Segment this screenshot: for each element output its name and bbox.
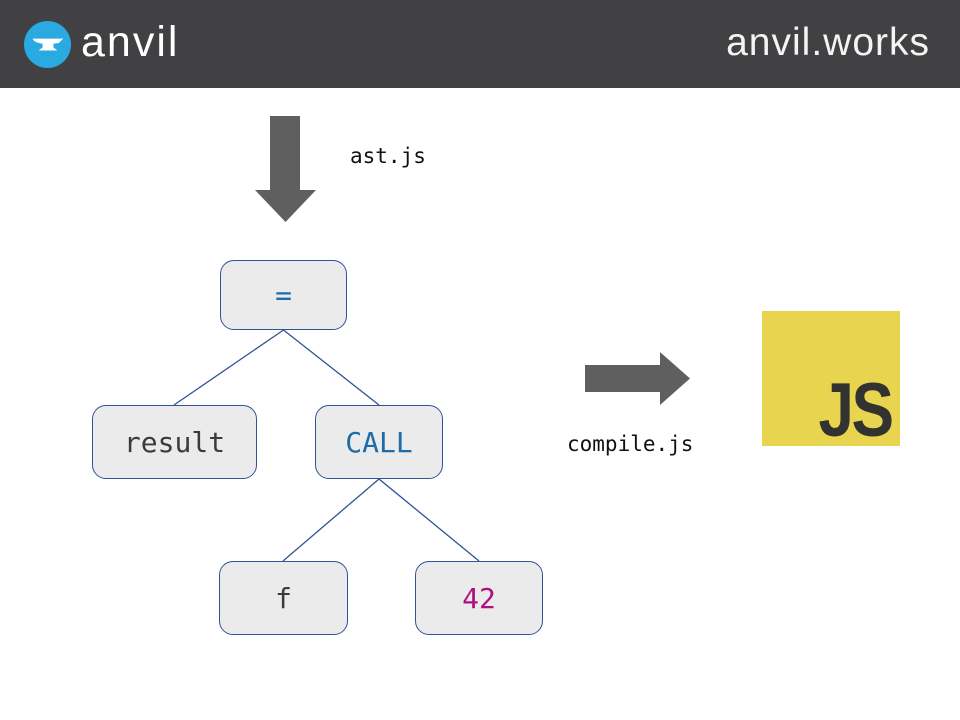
anvil-icon (32, 38, 63, 51)
ast-js-label: ast.js (350, 144, 426, 168)
right-arrow-icon (585, 352, 690, 405)
down-arrow-icon (255, 116, 316, 222)
tree-node-42: 42 (415, 561, 543, 635)
site-name-text: anvil.works (726, 20, 930, 64)
anvil-logo-text: anvil (81, 17, 180, 66)
javascript-logo-text: JS (818, 367, 895, 446)
tree-node-f: f (219, 561, 348, 635)
tree-node-result: result (92, 405, 257, 479)
compile-js-label: compile.js (567, 432, 694, 456)
header-bar: anvil anvil.works (0, 0, 960, 88)
tree-node-call: CALL (315, 405, 443, 479)
anvil-logo: anvil (24, 17, 180, 68)
javascript-logo: JS (762, 311, 900, 446)
anvil-logo-circle (24, 20, 71, 68)
tree-node-assign: = (220, 260, 347, 330)
